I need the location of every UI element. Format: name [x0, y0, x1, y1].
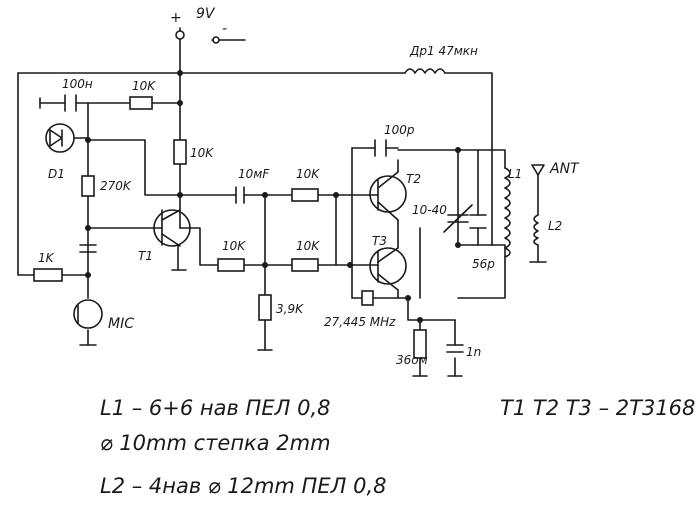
label-r-39k: 3,9K: [276, 302, 304, 316]
label-c-10uf: 10мF: [238, 167, 270, 181]
label-c-100p: 100p: [384, 123, 415, 137]
label-r-10k-t2: 10K: [296, 167, 320, 181]
notes: L1 – 6+6 нав ПЕЛ 0,8 ⌀ 10mm степка 2mm L…: [100, 396, 695, 498]
note-l1-former: ⌀ 10mm степка 2mm: [100, 431, 331, 455]
note-l1-turns: L1 – 6+6 нав ПЕЛ 0,8: [100, 396, 330, 420]
label-l2: L2: [548, 219, 562, 233]
label-r-top: 10K: [132, 79, 156, 93]
label-r-10k-mid: 10K: [190, 146, 214, 160]
label-t2: T2: [406, 172, 421, 186]
labels: 9V + - Др1 47мкн 100н 10K D1 270K 10K 10…: [38, 6, 580, 367]
label-voltage: 9V: [196, 6, 216, 22]
label-r-36: 36ом: [396, 353, 428, 367]
components: [33, 30, 539, 359]
label-minus: -: [222, 21, 227, 37]
label-t1: T1: [138, 249, 153, 263]
label-r-1k: 1K: [38, 251, 55, 265]
note-transistors: T1 T2 T3 – 2T3168: [500, 396, 695, 420]
label-crystal: 27,445 MHz: [324, 315, 396, 329]
label-c-top: 100н: [62, 77, 93, 91]
label-mic: MIC: [108, 316, 134, 332]
label-l1: L1: [508, 167, 522, 181]
note-l2-turns: L2 – 4нав ⌀ 12mm ПЕЛ 0,8: [100, 474, 386, 498]
label-c-56p: 56p: [472, 257, 495, 271]
label-r-10k-left: 10K: [222, 239, 246, 253]
label-t3: T3: [372, 234, 387, 248]
label-c-1n: 1n: [466, 345, 481, 359]
label-r-10k-t3: 10K: [296, 239, 320, 253]
label-r-270k: 270K: [100, 179, 132, 193]
label-d1: D1: [48, 167, 65, 181]
label-ant: ANT: [549, 161, 580, 177]
label-choke: Др1 47мкн: [409, 44, 478, 58]
label-trimmer: 10-40: [412, 203, 447, 217]
label-plus: +: [170, 10, 182, 26]
